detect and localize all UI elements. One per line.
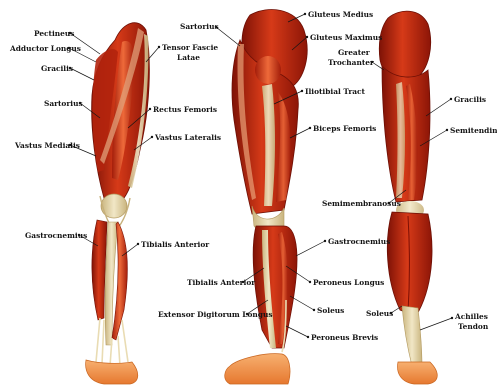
side-view-leg: [225, 10, 307, 384]
svg-text:Tensor Fascie: Tensor Fascie: [162, 43, 218, 52]
label-greater-trochanter: Greater Trochanter: [328, 48, 384, 70]
label-soleus-side: Soleus: [290, 296, 344, 315]
label-gluteus-medius: Gluteus Medius: [288, 10, 373, 22]
label-tensor-fasciae-latae: Tensor Fascie Latae: [146, 43, 218, 62]
svg-text:Gastrocnemius: Gastrocnemius: [328, 237, 390, 246]
label-vastus-medialis: Vastus Medialis: [14, 141, 96, 156]
label-extensor-digitorum-longus: Extensor Digitorum Longus: [158, 300, 272, 319]
svg-text:Extensor Digitorum Longus: Extensor Digitorum Longus: [158, 310, 272, 319]
label-achilles-tendon: Achilles Tendon: [420, 312, 489, 331]
front-view-leg: [86, 23, 150, 384]
svg-text:Trochanter: Trochanter: [328, 58, 374, 67]
svg-text:Greater: Greater: [338, 48, 370, 57]
svg-text:Soleus: Soleus: [366, 309, 393, 318]
svg-text:Rectus Femoris: Rectus Femoris: [153, 105, 217, 114]
svg-text:Semitendinosus: Semitendinosus: [450, 126, 497, 135]
svg-text:Iliotibial Tract: Iliotibial Tract: [305, 87, 366, 96]
label-gracilis-front: Gracilis: [41, 64, 94, 80]
svg-text:Soleus: Soleus: [317, 306, 344, 315]
label-semimembranosus: Semimembranosus: [322, 190, 406, 208]
label-tibialis-anterior-side: Tibialis Anterior: [187, 268, 264, 287]
label-semitendinosus: Semitendinosus: [420, 126, 497, 146]
svg-text:Vastus Lateralis: Vastus Lateralis: [154, 133, 221, 142]
svg-text:Gluteus Maximus: Gluteus Maximus: [310, 33, 382, 42]
back-view-leg: [379, 11, 437, 384]
svg-text:Peroneus Longus: Peroneus Longus: [313, 278, 384, 287]
svg-text:Tibialis Anterior: Tibialis Anterior: [141, 240, 209, 249]
svg-text:Gluteus Medius: Gluteus Medius: [308, 10, 373, 19]
svg-text:Latae: Latae: [177, 53, 200, 62]
label-biceps-femoris: Biceps Femoris: [290, 124, 376, 138]
label-gracilis-back: Gracilis: [426, 95, 486, 116]
label-vastus-lateralis: Vastus Lateralis: [134, 133, 221, 150]
label-soleus-back: Soleus: [366, 306, 402, 318]
label-gastrocnemius-front: Gastrocnemius: [25, 231, 98, 246]
svg-text:Gracilis: Gracilis: [454, 95, 486, 104]
svg-text:Tendon: Tendon: [458, 322, 489, 331]
label-peroneus-brevis: Peroneus Brevis: [286, 326, 378, 342]
label-tibialis-anterior-front: Tibialis Anterior: [122, 240, 209, 256]
svg-text:Biceps Femoris: Biceps Femoris: [313, 124, 376, 133]
svg-text:Sartorius: Sartorius: [180, 22, 219, 31]
svg-text:Tibialis Anterior: Tibialis Anterior: [187, 278, 255, 287]
label-peroneus-longus: Peroneus Longus: [286, 266, 384, 287]
svg-text:Sartorius: Sartorius: [44, 99, 83, 108]
svg-text:Achilles: Achilles: [454, 312, 488, 321]
svg-text:Pectineus: Pectineus: [34, 29, 74, 38]
svg-text:Gracilis: Gracilis: [41, 64, 73, 73]
label-adductor-longus: Adductor Longus: [9, 44, 96, 62]
label-gastrocnemius-side: Gastrocnemius: [296, 237, 390, 256]
svg-text:Peroneus Brevis: Peroneus Brevis: [311, 333, 378, 342]
